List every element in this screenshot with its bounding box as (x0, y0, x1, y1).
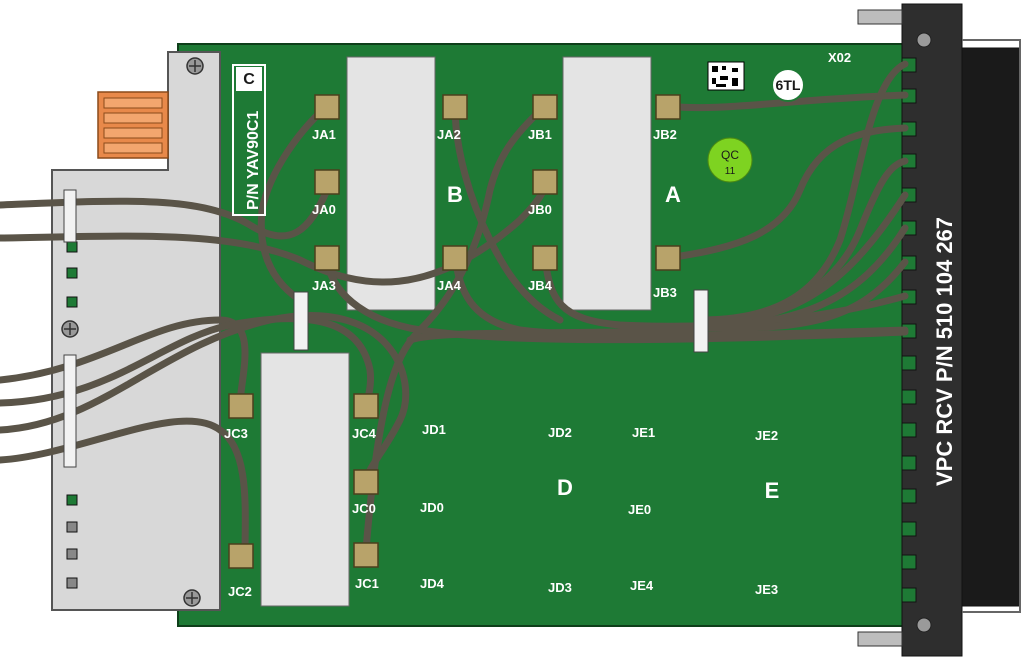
datamatrix-code (707, 61, 745, 91)
label-jd3: JD3 (548, 580, 572, 595)
svg-text:11: 11 (725, 166, 736, 177)
module-a (562, 56, 652, 311)
label-ja4: JA4 (437, 278, 462, 293)
module-d-label: D (557, 475, 573, 500)
label-jc0: JC0 (352, 501, 376, 516)
cable-ties (63, 189, 709, 468)
front-panel-text: VPC RCV P/N 510 104 267 (932, 217, 957, 486)
connector-pads (228, 94, 681, 569)
label-je0: JE0 (628, 502, 651, 517)
terminal-block (97, 91, 169, 159)
label-jb1: JB1 (528, 127, 552, 142)
label-jb4: JB4 (528, 278, 553, 293)
label-jd2: JD2 (548, 425, 572, 440)
label-ja3: JA3 (312, 278, 336, 293)
label-jc2: JC2 (228, 584, 252, 599)
part-number-text: P/N YAV90C1 (245, 111, 262, 210)
label-je1: JE1 (632, 425, 655, 440)
label-jd1: JD1 (422, 422, 446, 437)
part-number-label: C P/N YAV90C1 (232, 64, 266, 216)
svg-text:QC: QC (721, 148, 739, 162)
label-je2: JE2 (755, 428, 778, 443)
label-jb3: JB3 (653, 285, 677, 300)
module-b (346, 56, 436, 311)
module-c (260, 352, 350, 607)
label-ja1: JA1 (312, 127, 336, 142)
left-bracket (51, 51, 221, 611)
revision-label: C (243, 71, 255, 88)
module-b-label: B (447, 182, 463, 207)
label-ja0: JA0 (312, 202, 336, 217)
label-jd4: JD4 (420, 576, 445, 591)
slot-label: X02 (828, 50, 851, 65)
label-jb2: JB2 (653, 127, 677, 142)
logo-6tl: 6TL (771, 68, 805, 102)
label-ja2: JA2 (437, 127, 461, 142)
label-jc4: JC4 (352, 426, 377, 441)
label-jc3: JC3 (224, 426, 248, 441)
label-je4: JE4 (630, 578, 654, 593)
label-je3: JE3 (755, 582, 778, 597)
qc-sticker: QC 11 (707, 137, 753, 183)
label-jd0: JD0 (420, 500, 444, 515)
svg-text:6TL: 6TL (776, 77, 801, 93)
front-connector (857, 3, 1021, 657)
module-a-label: A (665, 182, 681, 207)
label-jc1: JC1 (355, 576, 379, 591)
label-jb0: JB0 (528, 202, 552, 217)
cables (0, 60, 909, 559)
module-e-label: E (765, 478, 780, 503)
